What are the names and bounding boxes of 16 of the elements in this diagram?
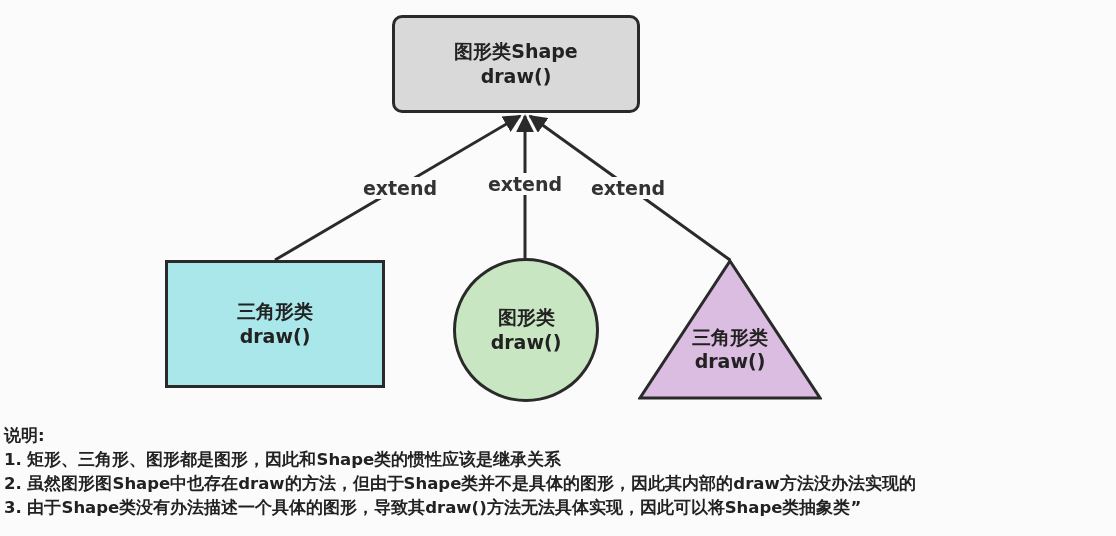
- inheritance-arrow: [516, 114, 534, 258]
- note-text: 2. 虽然图形图Shape中也存在draw的方法，但由于Shape类并不是具体的图形，因此其内部的draw方法没办法实现的: [4, 473, 916, 495]
- method-name: draw(): [694, 349, 766, 374]
- inheritance-arrow: [274, 114, 522, 262]
- class-name: 图形类Shape: [454, 39, 578, 64]
- class-box: [392, 15, 640, 113]
- class-name: 三角形类: [237, 299, 313, 324]
- note-text: 说明:: [4, 425, 46, 447]
- method-name: draw(): [239, 324, 311, 349]
- class-name: 三角形类: [692, 324, 768, 350]
- note-text: 1. 矩形、三角形、图形都是图形，因此和Shape类的惯性应该是继承关系: [4, 449, 563, 471]
- method-name: draw(): [480, 64, 552, 89]
- method-name: draw(): [490, 330, 562, 355]
- note-text: 3. 由于Shape类没有办法描述一个具体的图形，导致其draw()方法无法具体实现，因此可以将Shape类抽象类”: [4, 497, 863, 519]
- class-box: [165, 260, 385, 388]
- class-name: 图形类: [497, 305, 555, 330]
